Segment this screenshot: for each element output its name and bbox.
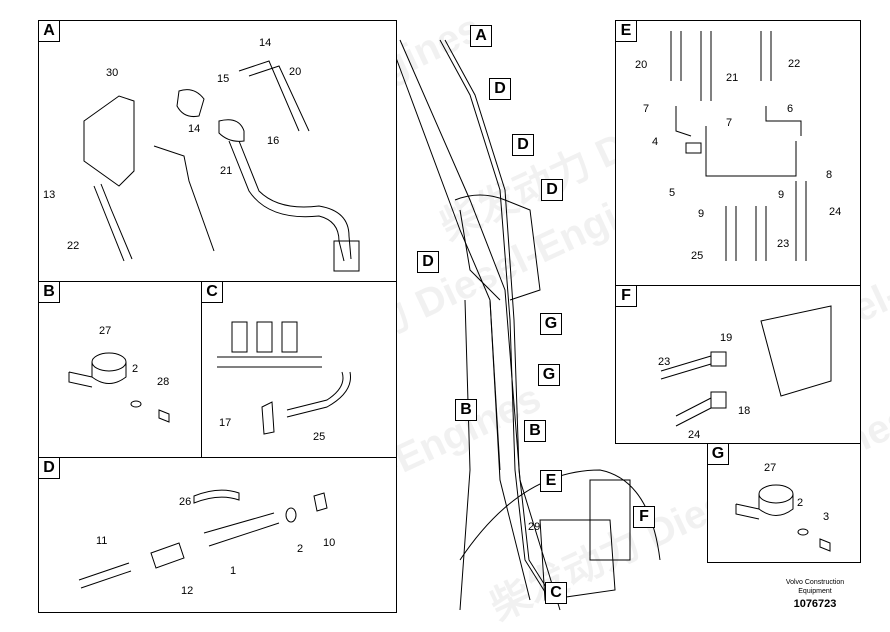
part-label: 25: [313, 431, 326, 443]
callout-E: E: [540, 470, 562, 492]
panel-c-drawing: [217, 321, 352, 435]
part-label: 1: [230, 565, 237, 577]
panel-tag: F: [615, 285, 637, 307]
detail-panel-c: C 17 25: [201, 281, 397, 458]
part-label: 25: [691, 250, 704, 262]
panel-tag: D: [38, 457, 60, 479]
panel-tag: A: [38, 20, 60, 42]
panel-d-drawing: [78, 489, 328, 589]
part-label: 27: [99, 325, 112, 337]
part-label: 19: [720, 332, 733, 344]
part-label: 2: [297, 543, 304, 555]
part-label: 14: [188, 123, 201, 135]
callout-D: D: [417, 251, 439, 273]
part-label: 16: [267, 135, 280, 147]
detail-panel-g: G 27 2 3: [707, 443, 861, 563]
brand-line: Equipment: [798, 588, 832, 595]
detail-panel-e: E 20 21 22 7 7 6 4 5 8 9 9 24 23 25: [615, 20, 861, 286]
callout-F: F: [633, 506, 655, 528]
callout-B: B: [524, 420, 546, 442]
part-label: 27: [764, 462, 777, 474]
part-label: 20: [635, 59, 648, 71]
part-label: 14: [259, 37, 272, 49]
part-label: 11: [96, 535, 108, 547]
part-label: 9: [778, 189, 785, 201]
panel-tag: B: [38, 281, 60, 303]
part-label: 6: [787, 103, 794, 115]
part-label: 22: [67, 240, 80, 252]
part-label: 5: [669, 187, 676, 199]
part-label: 2: [797, 497, 804, 509]
part-label: 9: [698, 208, 705, 220]
part-label: 18: [738, 405, 751, 417]
part-label: 29: [528, 521, 541, 533]
part-label: 21: [726, 72, 739, 84]
callout-C: C: [545, 582, 567, 604]
detail-panel-f: F 19 23 18 24: [615, 285, 861, 444]
panel-a-drawing: [83, 60, 360, 272]
detail-panel-a: A 14 30 15 20 14 16 21 13 22: [38, 20, 397, 282]
part-label: 13: [43, 189, 56, 201]
callout-B: B: [455, 399, 477, 421]
callout-A: A: [470, 25, 492, 47]
part-label: 10: [323, 537, 336, 549]
callout-G: G: [538, 364, 560, 386]
part-label: 30: [106, 67, 119, 79]
part-label: 23: [777, 238, 790, 250]
callout-G: G: [540, 313, 562, 335]
panel-e-drawing: [670, 31, 807, 261]
part-label: 26: [179, 496, 192, 508]
callout-D: D: [512, 134, 534, 156]
part-label: 24: [829, 206, 842, 218]
part-label: 2: [132, 363, 139, 375]
part-label: 23: [658, 356, 671, 368]
part-label: 21: [220, 165, 233, 177]
drawing-id: 1076723: [793, 598, 837, 610]
brand-line: Volvo Construction: [785, 579, 845, 586]
panel-tag: C: [201, 281, 223, 303]
part-label: 15: [217, 73, 230, 85]
drawing-footer: Volvo Construction Equipment 1076723: [750, 578, 880, 610]
panel-tag: E: [615, 20, 637, 42]
panel-b-drawing: [68, 352, 170, 423]
part-label: 17: [219, 417, 232, 429]
panel-f-drawing: [660, 305, 832, 427]
callout-D: D: [489, 78, 511, 100]
part-label: 22: [788, 58, 801, 70]
part-label: 7: [726, 117, 733, 129]
part-label: 28: [157, 376, 170, 388]
panel-g-drawing: [735, 484, 831, 552]
detail-panel-b: B 27 2 28: [38, 281, 202, 458]
part-label: 24: [688, 429, 701, 441]
part-label: 20: [289, 66, 302, 78]
part-label: 12: [181, 585, 194, 597]
part-label: 3: [823, 511, 830, 523]
callout-D: D: [541, 179, 563, 201]
part-label: 7: [643, 103, 650, 115]
part-label: 8: [826, 169, 833, 181]
part-label: 4: [652, 136, 659, 148]
panel-tag: G: [707, 443, 729, 465]
detail-panel-d: D 26 11 2 10 12 1: [38, 457, 397, 613]
